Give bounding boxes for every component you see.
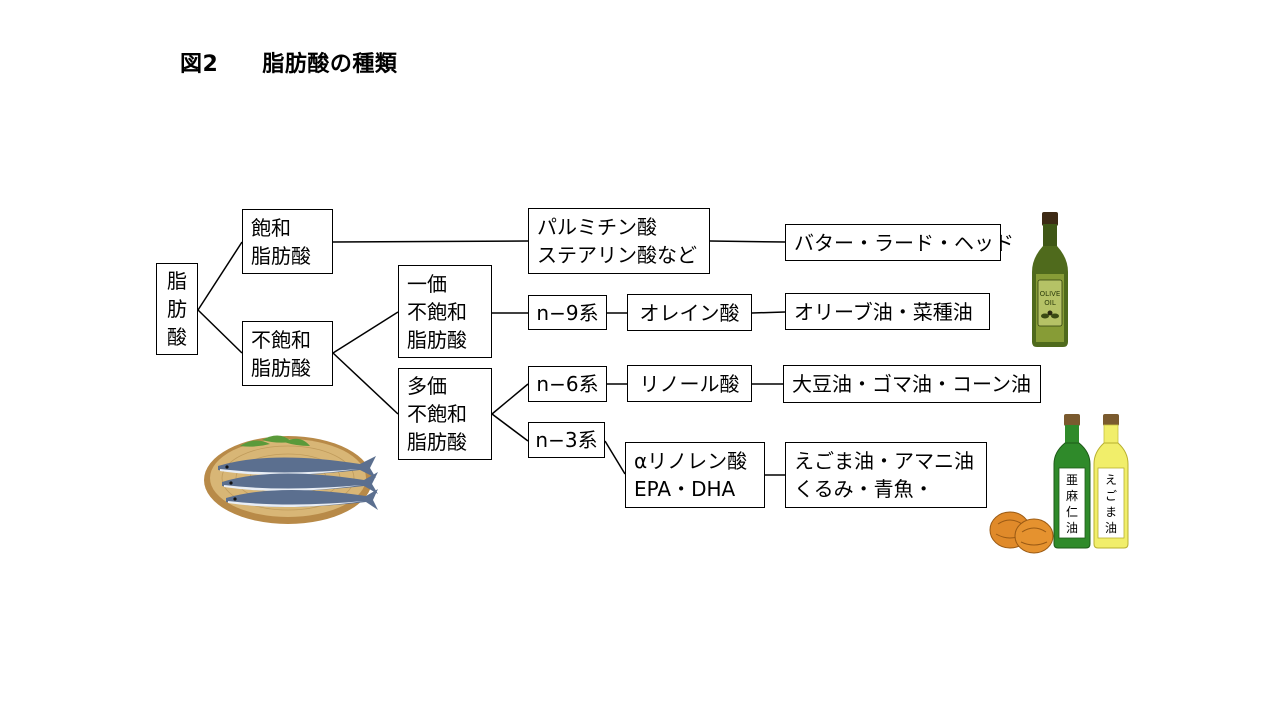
egoma-label-char3: ま	[1105, 505, 1117, 519]
node-unsaturated: 不飽和 脂肪酸	[242, 321, 333, 386]
linseed-label-char3: 仁	[1066, 505, 1078, 519]
olive-label-line2: OIL	[1044, 299, 1056, 307]
node-monounsaturated: 一価 不飽和 脂肪酸	[398, 265, 492, 358]
line-unsat-mono	[332, 311, 399, 354]
line-poly-n6	[491, 383, 529, 415]
node-saturated: 飽和 脂肪酸	[242, 209, 333, 274]
node-fatty-acid: 脂 肪 酸	[156, 263, 198, 355]
page-title: 図2 脂肪酸の種類	[180, 46, 397, 78]
linseed-label-char1: 亜	[1066, 473, 1078, 487]
linseed-egoma-oil-illustration: 亜 麻 仁 油 え ご ま 油	[989, 414, 1129, 554]
egoma-label-char1: え	[1105, 473, 1117, 487]
line-saturated-acids	[332, 240, 529, 243]
figure-title: 脂肪酸の種類	[262, 52, 398, 77]
node-linoleic-acid: リノール酸	[627, 365, 752, 402]
node-n9: n−9系	[528, 295, 607, 330]
figure-number: 図2	[180, 52, 219, 77]
line-oleic-foods	[751, 311, 786, 314]
olive-oil-bottle-illustration: OLIVE OIL	[1032, 212, 1068, 347]
node-saturated-acids: パルミチン酸 ステアリン酸など	[528, 208, 710, 274]
line-poly-n3	[491, 413, 529, 442]
linseed-label-char2: 麻	[1066, 488, 1078, 503]
node-n3: n−3系	[528, 422, 605, 458]
node-n9-foods: オリーブ油・菜種油	[785, 293, 990, 330]
olive-label-line1: OLIVE	[1040, 290, 1061, 298]
linseed-label-char4: 油	[1066, 521, 1078, 535]
node-saturated-foods: バター・ラード・ヘッド	[785, 224, 1014, 261]
line-root-saturated	[197, 241, 243, 311]
node-n3-foods: えごま油・アマニ油 くるみ・青魚・	[785, 442, 987, 508]
line-n3-acids	[604, 440, 626, 475]
saury-fish-illustration	[204, 435, 378, 524]
line-satacids-foods	[709, 240, 786, 243]
node-polyunsaturated: 多価 不飽和 脂肪酸	[398, 368, 492, 460]
node-n3-acids: αリノレン酸 EPA・DHA	[625, 442, 765, 508]
line-unsat-poly	[332, 352, 399, 415]
node-oleic-acid: オレイン酸	[627, 294, 752, 331]
node-n6: n−6系	[528, 366, 607, 402]
egoma-label-char2: ご	[1105, 488, 1117, 503]
egoma-label-char4: 油	[1105, 521, 1117, 535]
node-n6-foods: 大豆油・ゴマ油・コーン油	[783, 365, 1041, 403]
line-root-unsaturated	[197, 309, 243, 354]
